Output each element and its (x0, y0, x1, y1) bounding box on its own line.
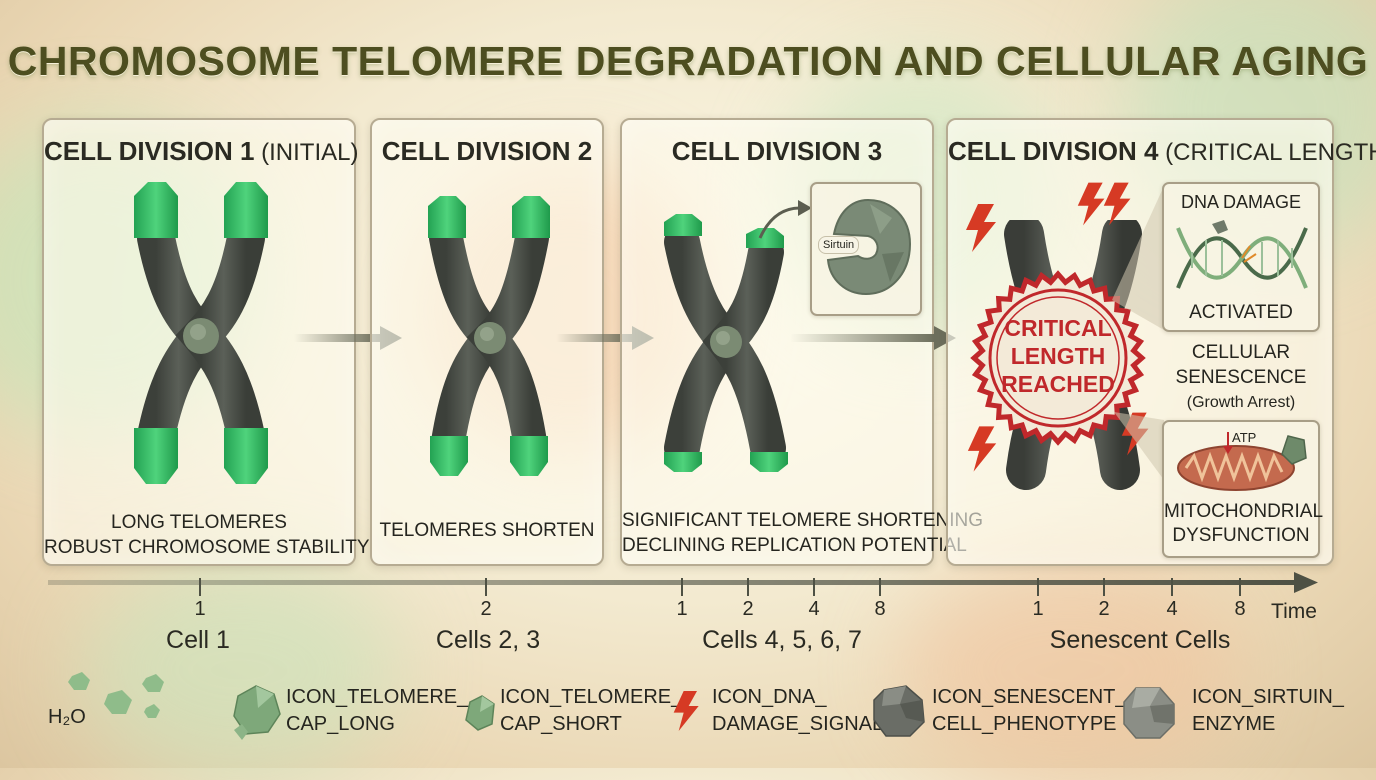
dna-damage-signal-icon (966, 204, 996, 252)
chromosome-long-telomeres (134, 182, 268, 484)
dna-damage-signal-icon (673, 691, 699, 731)
panel-1-caption: LONG TELOMERES ROBUST CHROMOSOME STABILI… (44, 512, 370, 558)
senescent-cell-phenotype-icon (873, 685, 925, 737)
mitochondria-icon (1177, 432, 1307, 491)
tick-label: 1 (194, 598, 206, 620)
group-label-cell-1: Cell 1 (166, 626, 230, 654)
tick-label: 8 (874, 598, 886, 620)
arrow-to-sirtuin (758, 200, 812, 239)
water-molecules-icon (68, 672, 164, 718)
dna-damage-signal-icon (967, 426, 997, 472)
dna-damage-signal-icon (1077, 182, 1105, 226)
panel-2-caption: TELOMERES SHORTEN (379, 520, 595, 541)
sirtuin-label: Sirtuin (818, 236, 860, 254)
dna-damage-title: DNA DAMAGE (1180, 192, 1302, 212)
tick-label: 1 (1032, 598, 1044, 620)
tick-label: 4 (808, 598, 820, 620)
telomere-cap-short-icon (465, 695, 495, 731)
tick-label: 1 (676, 598, 688, 620)
water-label: H₂O (48, 706, 86, 728)
group-label-cells-2-3: Cells 2, 3 (435, 626, 541, 654)
panel-2-title: CELL DIVISION 2 (381, 136, 593, 166)
stamp-text: CRITICAL LENGTH REACHED (1001, 315, 1115, 397)
time-axis-label: Time (1271, 600, 1317, 623)
panel-cell-division-4: CELL DIVISION 4 (CRITICAL LENGTH) CRITIC… (946, 118, 1376, 566)
telomere-cap-long-icon (233, 685, 281, 740)
dna-damage-activated: ACTIVATED (1189, 302, 1293, 323)
mitochondrial-dysfunction-label: MITOCHONDRIAL DYSFUNCTION (1164, 501, 1324, 546)
dna-damage-signal-icon (1103, 182, 1131, 226)
tick-label: 2 (480, 598, 492, 620)
panel-1-title: CELL DIVISION 1 (INITIAL) (44, 136, 359, 166)
page-title: CHROMOSOME TELOMERE DEGRADATION AND CELL… (7, 38, 1369, 84)
tick-label: 2 (742, 598, 754, 620)
arrow-3-to-4 (790, 326, 956, 350)
group-label-cells-4-7: Cells 4, 5, 6, 7 (702, 626, 862, 654)
sirtuin-box: Sirtuin (810, 182, 922, 316)
chromosome-short-telomeres (664, 214, 788, 472)
sirtuin-enzyme-icon (826, 198, 912, 296)
chromosome-shortening-telomeres (428, 196, 550, 476)
panel-4-title: CELL DIVISION 4 (CRITICAL LENGTH) (948, 136, 1376, 166)
sirtuin-enzyme-icon (1123, 687, 1175, 739)
tick-label: 4 (1166, 598, 1178, 620)
panel-3-caption: SIGNIFICANT TELOMERE SHORTENING DECLININ… (622, 510, 984, 556)
group-label-senescent-cells: Senescent Cells (1049, 626, 1231, 654)
atp-label: ATP (1232, 430, 1257, 445)
tick-label: 8 (1234, 598, 1246, 620)
dna-helix-icon (1176, 220, 1308, 289)
cellular-senescence-label: CELLULAR SENESCENCE (Growth Arrest) (1175, 342, 1307, 411)
mitochondria-box: ATP MITOCHONDRIAL DYSFUNCTION (1162, 420, 1324, 558)
callout-connector (1112, 186, 1164, 480)
critical-length-stamp (970, 270, 1146, 446)
dna-damage-box: DNA DAMAGE ACTIVATED (1162, 182, 1320, 332)
panel-3-title: CELL DIVISION 3 (671, 136, 883, 166)
tick-label: 2 (1098, 598, 1110, 620)
